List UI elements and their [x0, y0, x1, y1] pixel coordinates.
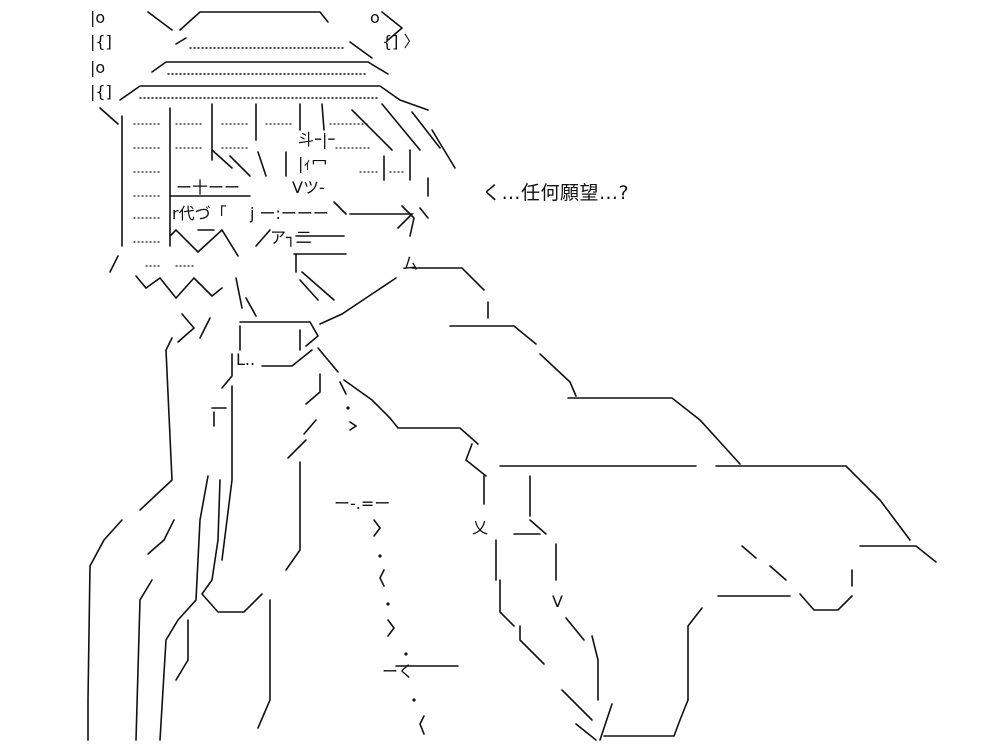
hair-dotted-fills [133, 123, 407, 267]
art-fragment: V [552, 592, 563, 611]
face-lines [169, 195, 414, 301]
art-fragment: |{] [90, 82, 112, 101]
cloak-lines [465, 397, 937, 741]
art-fragment: |o [90, 8, 106, 27]
art-fragment: j ー:ーーー [250, 204, 329, 223]
centre-seam [339, 381, 459, 735]
art-fragment: {] 〉 [382, 32, 420, 51]
art-fragment: 乂 [472, 518, 489, 537]
shoulder-lines [109, 255, 577, 397]
art-fragment: o [370, 8, 380, 27]
art-fragment: |o [90, 58, 106, 77]
hat-dotted-bands [139, 47, 381, 99]
hair-strands [121, 103, 456, 247]
body-folds [87, 337, 479, 741]
art-fragment: ム [402, 254, 419, 273]
art-fragment: ア┐二 [270, 228, 312, 247]
art-fragment: ーく [382, 662, 415, 681]
art-fragment: |ｨ冖 [298, 154, 328, 173]
art-fragment: ー十ーー [176, 178, 241, 197]
collar-lines [211, 321, 339, 571]
art-fragment: 斗ｰ|ｰ [298, 130, 336, 149]
seam-dots [346, 406, 416, 702]
art-fragment: L.. [236, 350, 256, 369]
art-fragment: ー-.=ー [334, 494, 391, 513]
art-fragment: r代づ「 [172, 204, 227, 223]
dialogue-text: く…任何願望…? [482, 182, 630, 204]
hat-outline [99, 11, 429, 125]
art-fragment: Vツ- [292, 178, 325, 197]
art-fragment: |{] [90, 32, 112, 51]
